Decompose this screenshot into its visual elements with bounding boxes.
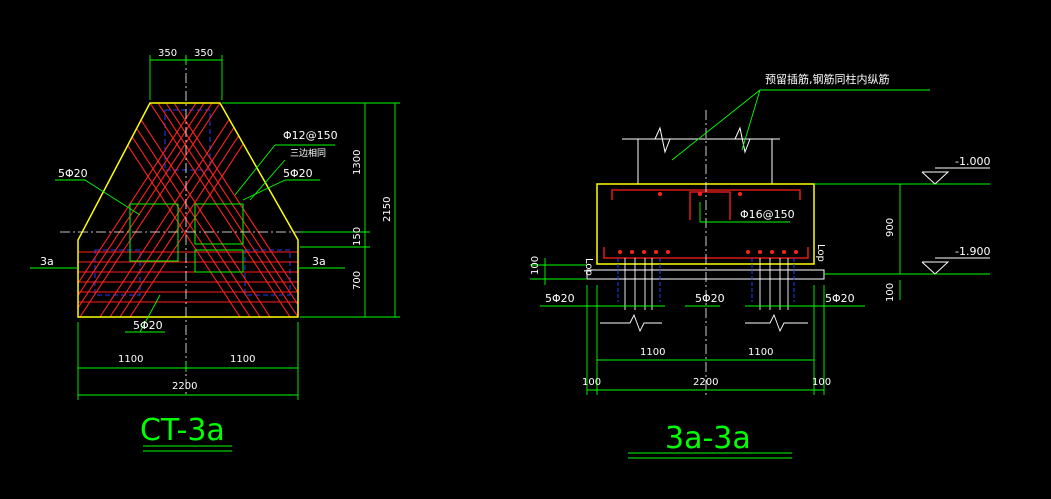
dim-right-total: 2150 [382, 197, 393, 222]
dim-bottom-left: 1100 [118, 354, 143, 365]
section-pile-bars-mid: 5Φ20 [695, 292, 725, 305]
pile-bars-hidden [617, 258, 795, 302]
side-label-left: Lop [583, 258, 594, 276]
dim-section-base: 100 [885, 283, 896, 302]
dim-span-left: 1100 [640, 347, 665, 358]
dim-bottom-total: 2200 [172, 381, 197, 392]
pile-bars-left-label: 5Φ20 [58, 167, 88, 180]
section-dimension-lines [530, 89, 990, 395]
dim-cover-left: 100 [530, 256, 541, 275]
pile-bars-bottom-label: 5Φ20 [133, 319, 163, 332]
column-stub [622, 126, 780, 184]
dim-right-upper: 1300 [352, 150, 363, 175]
section-title: 3a-3a [665, 421, 751, 456]
elevation-bottom: -1.900 [955, 245, 990, 258]
elevation-top: -1.000 [955, 155, 990, 168]
section-pile-bars-left: 5Φ20 [545, 292, 575, 305]
section-pile-bars-right: 5Φ20 [825, 292, 855, 305]
pile-bars [600, 258, 808, 333]
dim-section-height: 900 [885, 218, 896, 237]
dim-right-lower: 700 [352, 271, 363, 290]
plan-title: CT-3a [140, 413, 225, 448]
center-lines [60, 55, 310, 395]
hidden-pile-outlines [94, 109, 291, 296]
cushion-layer [586, 269, 825, 280]
side-label-right: Lop [815, 244, 826, 262]
section-mark-right: 3a [312, 255, 326, 268]
dim-right-mid: 150 [352, 227, 363, 246]
pile-bars-right-label: 5Φ20 [283, 167, 313, 180]
dim-bottom-right: 1100 [230, 354, 255, 365]
rebar-dots [618, 192, 798, 254]
section-cap-outline [596, 183, 815, 265]
dim-section-total: 2200 [693, 377, 718, 388]
leader-note: 预留插筋,钢筋同柱内纵筋 [765, 72, 890, 86]
plan-view: 350 350 1300 150 700 2150 1100 1100 2200… [30, 48, 400, 452]
pile-outlines [129, 203, 244, 273]
rebar-mesh-label: Φ12@150 [283, 129, 338, 142]
elevation-markers [921, 167, 990, 275]
plan-dimension-lines [30, 55, 400, 400]
rebar-mesh [78, 103, 298, 317]
stirrup-label: Φ16@150 [740, 208, 795, 221]
dim-edge-left: 100 [582, 377, 601, 388]
section-view: 预留插筋,钢筋同柱内纵筋 -1.000 -1.900 900 100 100 L… [530, 72, 990, 459]
rebar-mesh-note: 三边相同 [290, 147, 326, 159]
section-mark-left: 3a [40, 255, 54, 268]
dim-top-right: 350 [194, 48, 213, 59]
dim-span-right: 1100 [748, 347, 773, 358]
dim-top-left: 350 [158, 48, 177, 59]
dim-edge-right: 100 [812, 377, 831, 388]
pile-cap-outline [77, 102, 299, 318]
